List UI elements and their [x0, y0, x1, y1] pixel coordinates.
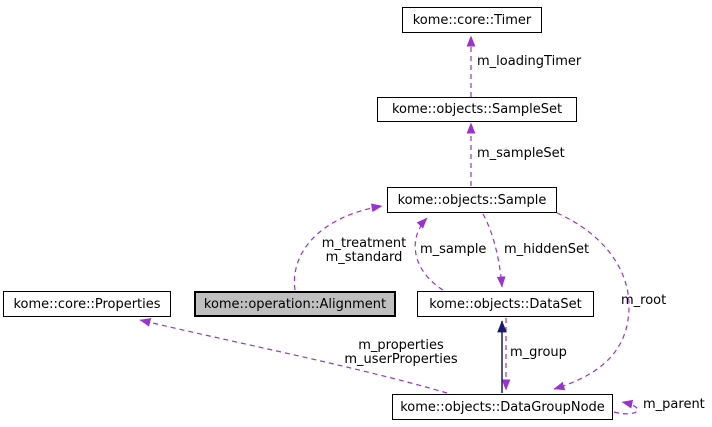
node-kome-operation-alignment: kome::operation::Alignment [194, 291, 396, 317]
edge-label-m-hidden-set: m_hiddenSet [504, 242, 590, 257]
edge-label-m-loading-timer: m_loadingTimer [477, 54, 582, 69]
node-kome-objects-sample[interactable]: kome::objects::Sample [387, 187, 557, 213]
edge-label-m-parent: m_parent [643, 397, 705, 412]
node-kome-core-properties[interactable]: kome::core::Properties [3, 291, 171, 317]
edge-m-properties-arrow [139, 318, 448, 394]
edge-m-sample-arrow [414, 217, 444, 291]
edge-label-m-sample: m_sample [420, 242, 487, 257]
edge-label-line: m_treatment [321, 236, 407, 251]
edge-m-hidden-set-arrow [482, 213, 506, 288]
node-kome-objects-sampleset[interactable]: kome::objects::SampleSet [377, 97, 577, 122]
node-kome-objects-datagroupnode[interactable]: kome::objects::DataGroupNode [392, 394, 613, 420]
edge-m-parent-arrow [613, 399, 639, 415]
edge-m-treatment-m-standard-arrow [293, 203, 383, 291]
node-kome-core-timer[interactable]: kome::core::Timer [402, 7, 542, 33]
edge-label-line: m_userProperties [344, 352, 458, 367]
edge-label-m-sample-set: m_sampleSet [477, 146, 565, 161]
edge-label-m-group: m_group [510, 345, 567, 360]
edge-label-line: m_properties [358, 338, 444, 353]
edge-label-m-root: m_root [621, 293, 667, 308]
edge-label-m-treatment-m-standard: m_treatment m_standard [308, 237, 420, 265]
node-kome-objects-dataset[interactable]: kome::objects::DataSet [417, 291, 594, 317]
edge-label-m-properties-m-user-properties: m_properties m_userProperties [342, 339, 460, 367]
edge-label-line: m_standard [325, 250, 403, 265]
